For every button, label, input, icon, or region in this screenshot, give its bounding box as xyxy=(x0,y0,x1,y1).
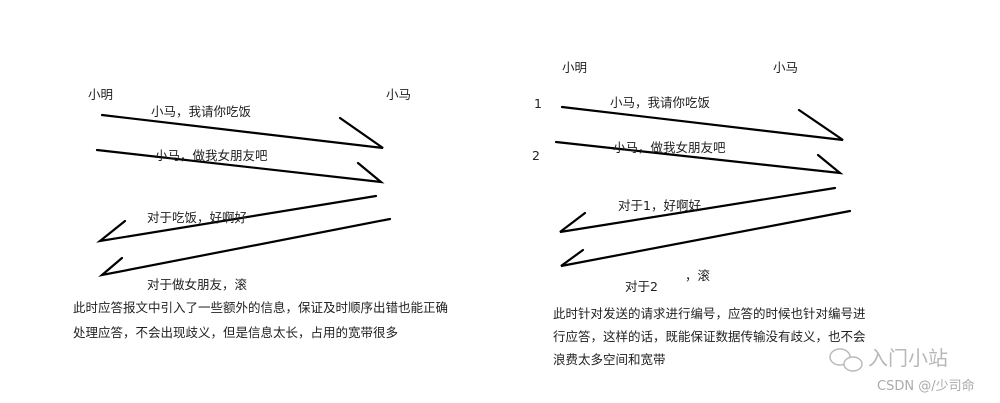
arrow-response-2 xyxy=(98,217,392,277)
message-label: 小马，做我女朋友吧 xyxy=(155,148,268,163)
caption-line: 此时应答报文中引入了一些额外的信息，保证及时顺序出错也能正确 xyxy=(73,300,448,315)
actor-xiaoming: 小明 xyxy=(88,87,113,102)
message-label: 小马，做我女朋友吧 xyxy=(613,140,726,155)
wechat-account-name: 入门小站 xyxy=(868,346,948,370)
caption-line: 浪费太多空间和宽带 xyxy=(553,352,666,367)
arrow-request-2 xyxy=(95,148,385,184)
message-label: 对于1，好啊好 xyxy=(618,198,701,213)
arrow-request-1 xyxy=(100,113,384,150)
message-label: ，滚 xyxy=(685,268,711,283)
actor-xiaoma: 小马 xyxy=(773,60,798,75)
sequence-number: 2 xyxy=(532,148,540,163)
wechat-icon xyxy=(829,348,863,372)
message-label: 对于吃饭，好啊好 xyxy=(147,210,247,225)
arrow-response-2 xyxy=(560,209,852,268)
message-label: 小马，我请你吃饭 xyxy=(151,104,252,119)
caption-line: 此时针对发送的请求进行编号，应答的时候也针对编号进 xyxy=(553,306,866,321)
sequence-number: 1 xyxy=(534,96,542,111)
right-diagram: 小明 小马 1 2 小马，我请你吃饭 小马，做我女朋友吧 对于1，好啊好 对于2… xyxy=(532,60,866,367)
message-label: 对于做女朋友，滚 xyxy=(147,277,248,292)
actor-xiaoming: 小明 xyxy=(562,60,587,75)
message-label: 对于2 xyxy=(625,279,658,294)
caption-line: 行应答，这样的话，既能保证数据传输没有歧义，也不会 xyxy=(553,329,866,344)
arrow-response-1 xyxy=(96,194,378,243)
caption-line: 处理应答，不会出现歧义，但是信息太长，占用的宽带很多 xyxy=(73,325,398,340)
message-label: 小马，我请你吃饭 xyxy=(610,95,711,110)
arrow-response-1 xyxy=(559,186,837,234)
watermark: 入门小站 CSDN @/少司命 xyxy=(829,346,975,394)
actor-xiaoma: 小马 xyxy=(386,87,411,102)
arrow-request-1 xyxy=(560,105,844,142)
left-diagram: 小明 小马 小马，我请你吃饭 小马，做我女朋友吧 对于吃饭，好啊好 对于做女朋友… xyxy=(73,87,448,340)
csdn-author: CSDN @/少司命 xyxy=(877,378,975,394)
arrow-request-2 xyxy=(554,140,844,175)
